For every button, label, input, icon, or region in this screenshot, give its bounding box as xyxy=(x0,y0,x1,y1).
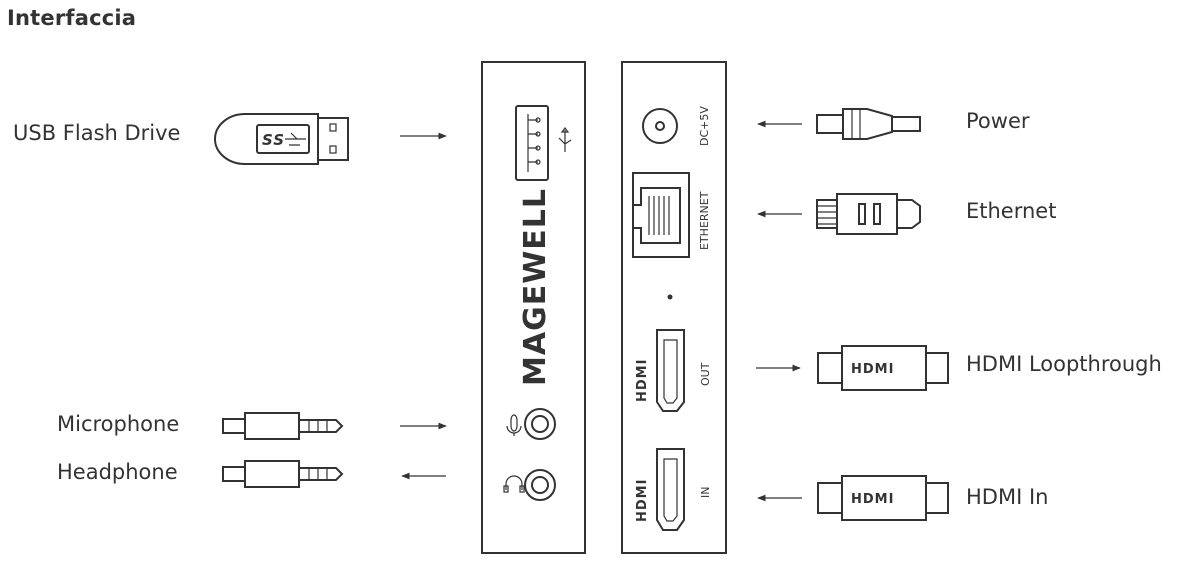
device-right-panel xyxy=(621,61,727,554)
port-label-out: OUT xyxy=(699,362,712,386)
microphone-plug-icon xyxy=(222,412,344,440)
usb-ss-logo: SS xyxy=(262,131,285,149)
label-hdmi-in: HDMI In xyxy=(966,485,1049,509)
hdmi-loopthrough-plug-icon: HDMI xyxy=(817,345,949,391)
label-headphone: Headphone xyxy=(57,460,178,484)
headphone-plug-icon xyxy=(222,460,344,488)
hdmi-out-port-icon xyxy=(656,329,685,412)
port-label-dc: DC+5V xyxy=(698,106,711,146)
port-label-ethernet: ETHERNET xyxy=(698,191,711,250)
usb-port-icon xyxy=(515,105,549,181)
ethernet-plug-icon xyxy=(816,193,921,235)
ethernet-port-icon xyxy=(632,172,690,258)
label-ethernet: Ethernet xyxy=(966,199,1057,223)
device-left-panel xyxy=(481,61,586,554)
status-led-icon xyxy=(667,294,673,300)
label-usb-flash-drive: USB Flash Drive xyxy=(13,121,181,145)
microphone-jack-icon xyxy=(506,408,556,440)
usb-flash-drive-icon: SS xyxy=(214,113,349,165)
hdmi-loopthrough-plug-logo: HDMI xyxy=(851,362,894,377)
power-plug-icon xyxy=(816,108,921,140)
usb-symbol-icon xyxy=(558,127,572,152)
dc-power-port-icon xyxy=(642,108,678,144)
page-title: Interfaccia xyxy=(7,6,137,30)
hdmi-in-logo: HDMI xyxy=(635,479,650,522)
label-hdmi-loopthrough: HDMI Loopthrough xyxy=(966,352,1162,376)
hdmi-out-logo: HDMI xyxy=(635,359,650,402)
port-label-in: IN xyxy=(699,487,712,498)
brand-logo: MAGEWELL xyxy=(518,188,553,386)
hdmi-in-plug-icon: HDMI xyxy=(817,475,949,521)
label-power: Power xyxy=(966,109,1030,133)
hdmi-in-port-icon xyxy=(656,448,685,531)
label-microphone: Microphone xyxy=(57,412,180,436)
hdmi-in-plug-logo: HDMI xyxy=(851,492,894,507)
headphone-jack-icon xyxy=(503,469,556,501)
